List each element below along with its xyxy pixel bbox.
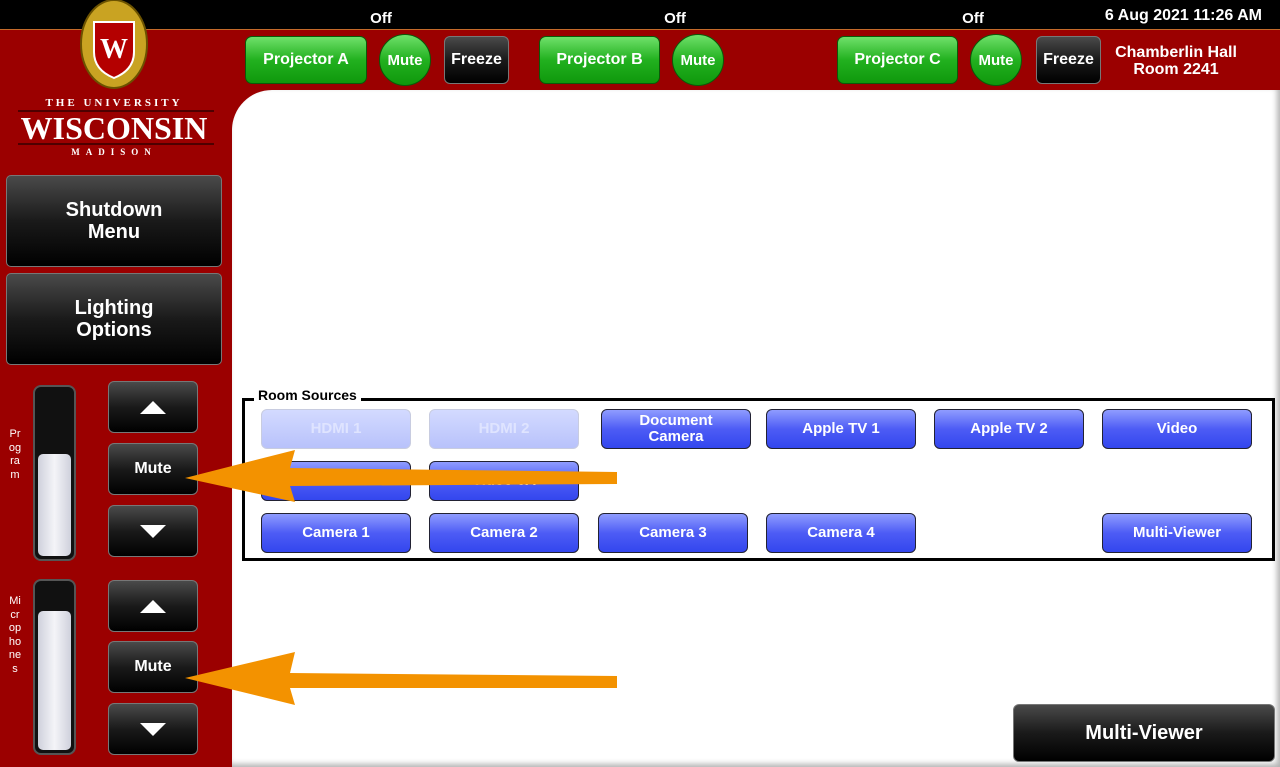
projector-c-freeze-button[interactable]: Freeze [1036,36,1101,84]
projector-a-freeze-button[interactable]: Freeze [444,36,509,84]
program-volume-level [38,454,71,556]
projector-b-button[interactable]: Projector B [539,36,660,84]
source-button-hdmi-2[interactable]: HDMI 2 [429,409,579,449]
projector-c-button[interactable]: Projector C [837,36,958,84]
source-button-camera-4[interactable]: Camera 4 [766,513,916,553]
projector-c-mute-button[interactable]: Mute [970,34,1022,86]
source-button-apple-tv-1[interactable]: Apple TV 1 [766,409,916,449]
projector-a-button[interactable]: Projector A [245,36,367,84]
projector-b-mute-button[interactable]: Mute [672,34,724,86]
shutdown-menu-button[interactable]: Shutdown Menu [6,175,222,267]
source-button-apple-tv-2[interactable]: Apple TV 2 [934,409,1084,449]
datetime: 6 Aug 2021 11:26 AM [1104,7,1262,24]
university-logo: W THE UNIVERSITY WISCONSIN MADISON [18,0,214,157]
microphones-mute-button[interactable]: Mute [108,641,198,693]
lighting-options-button[interactable]: Lighting Options [6,273,222,365]
room-sources-title: Room Sources [254,387,361,403]
program-volume-slider[interactable] [33,385,76,561]
program-mute-button[interactable]: Mute [108,443,198,495]
microphones-volume-down-button[interactable] [108,703,198,755]
microphones-volume-slider[interactable] [33,579,76,755]
microphones-label: Microphones [8,595,22,675]
svg-text:THE UNIVERSITY: THE UNIVERSITY [45,97,182,109]
program-volume-down-button[interactable] [108,505,198,557]
source-button-video-6a[interactable]: Video 6A [429,461,579,501]
up-arrow-icon [140,400,166,414]
source-button-document-camera[interactable]: Document Camera [601,409,751,449]
microphones-volume-level [38,610,71,750]
svg-text:MADISON: MADISON [71,147,157,157]
program-label: Program [8,428,22,481]
up-arrow-icon [140,599,166,613]
source-button-camera-1[interactable]: Camera 1 [261,513,411,553]
multi-viewer-button[interactable]: Multi-Viewer [1013,704,1275,762]
projector-a-mute-button[interactable]: Mute [379,34,431,86]
down-arrow-icon [140,524,166,538]
projector-a-status: Off [370,10,392,27]
svg-text:W: W [100,34,128,65]
room-location: Chamberlin Hall Room 2241 [1115,44,1237,78]
program-volume-up-button[interactable] [108,381,198,433]
projector-b-status: Off [664,10,686,27]
source-button-hdmi-1[interactable]: HDMI 1 [261,409,411,449]
down-arrow-icon [140,722,166,736]
source-button-camera-3[interactable]: Camera 3 [598,513,748,553]
projector-c-status: Off [962,10,984,27]
top-bar [0,0,1280,30]
source-button-video[interactable]: Video [1102,409,1252,449]
svg-text:WISCONSIN: WISCONSIN [21,110,208,146]
microphones-volume-up-button[interactable] [108,580,198,632]
source-button-camera-2[interactable]: Camera 2 [429,513,579,553]
source-button-video-3a[interactable]: Video 3A [261,461,411,501]
source-button-multi-viewer[interactable]: Multi-Viewer [1102,513,1252,553]
